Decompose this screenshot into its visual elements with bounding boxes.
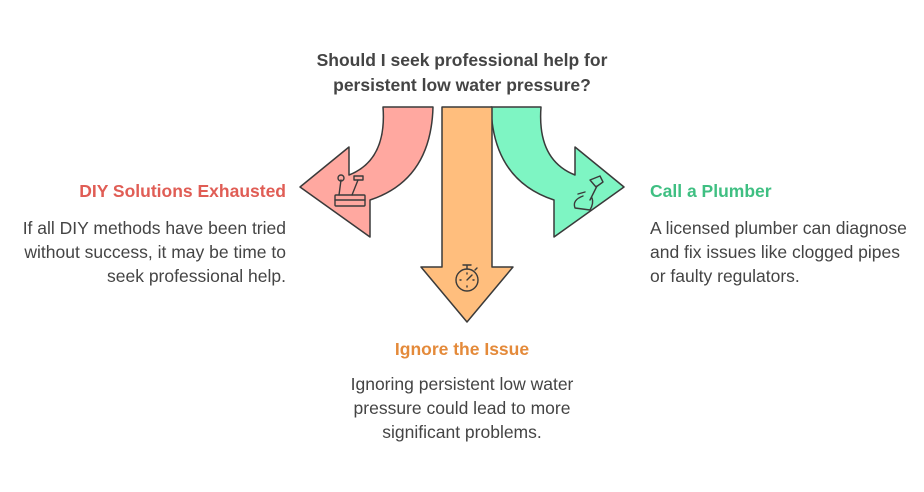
question-heading: Should I seek professional help for pers…	[262, 48, 662, 98]
right-arrow	[490, 106, 625, 238]
toolbox-icon	[334, 174, 366, 207]
question-line-1: Should I seek professional help for	[316, 50, 608, 70]
option-description-plumber: A licensed plumber can diagnose and fix …	[650, 218, 907, 286]
plunger-icon	[573, 175, 604, 211]
middle-arrow	[420, 106, 514, 323]
option-description-ignore: Ignoring persistent low water pressure c…	[350, 374, 574, 442]
left-arrow	[299, 106, 434, 238]
question-line-2: persistent low water pressure?	[333, 75, 591, 95]
option-title-ignore: Ignore the Issue	[394, 339, 530, 359]
option-title-plumber: Call a Plumber	[650, 181, 772, 201]
option-title-diy: DIY Solutions Exhausted	[79, 181, 286, 201]
option-description-diy: If all DIY methods have been tried witho…	[22, 218, 286, 286]
stopwatch-icon	[455, 264, 479, 292]
